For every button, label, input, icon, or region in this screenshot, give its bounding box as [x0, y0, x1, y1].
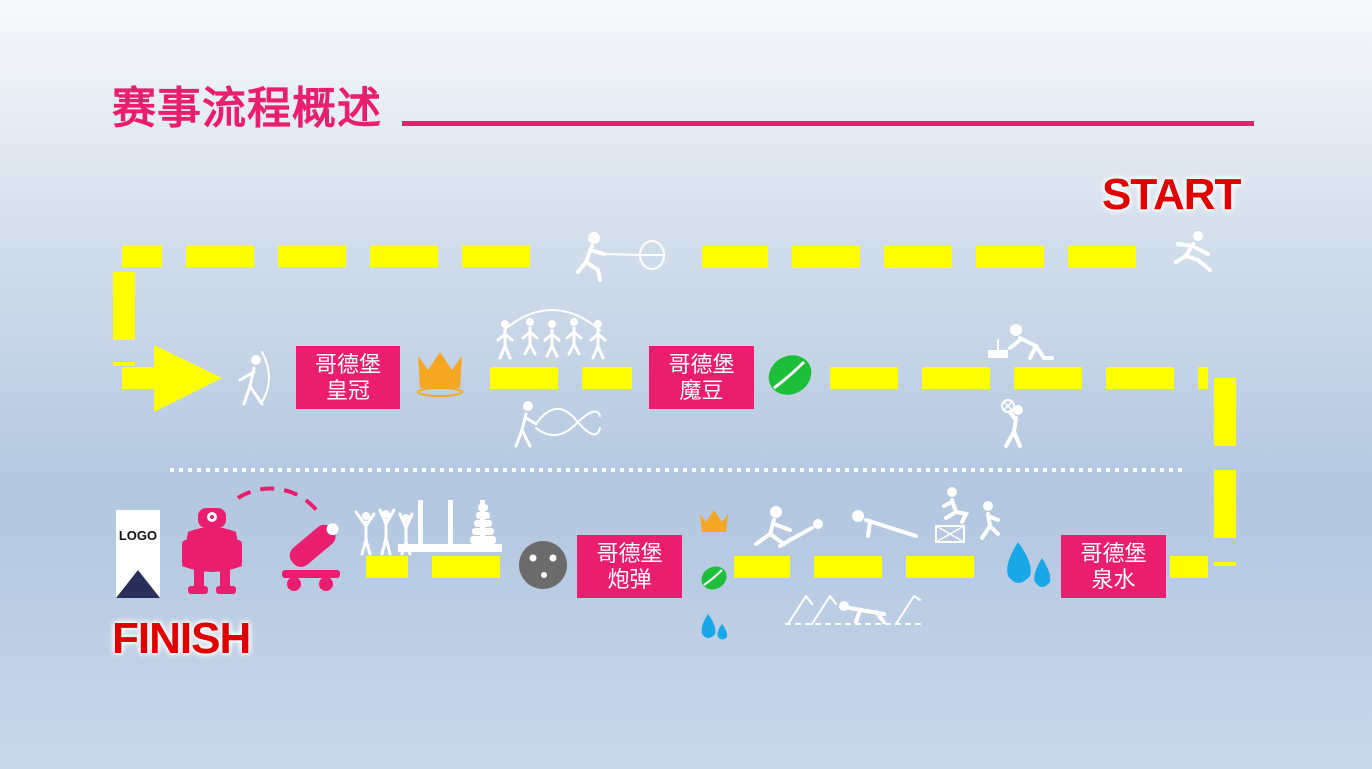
robot-icon — [182, 508, 242, 594]
tower-stack-icon — [398, 500, 502, 552]
station-crown-line1: 哥德堡 — [314, 351, 381, 377]
drag-partner-icon — [754, 506, 823, 548]
water-drop-small-icon — [701, 614, 728, 640]
pusher-icon — [988, 324, 1054, 360]
path-left-vertical — [113, 272, 135, 366]
crown-icon — [417, 352, 463, 397]
station-bean-line1: 哥德堡 — [668, 351, 735, 377]
path-bottom-row — [366, 556, 1208, 578]
station-cannonball-line2: 炮弹 — [607, 566, 652, 592]
cheering-team-icon — [354, 508, 414, 556]
green-bean-icon — [768, 355, 812, 395]
station-bean-line2: 魔豆 — [679, 377, 724, 403]
ball-thrower-icon — [1001, 399, 1023, 448]
station-spring-line2: 泉水 — [1091, 566, 1136, 592]
path-right-vertical — [1214, 378, 1236, 566]
station-crown-line2: 皇冠 — [325, 377, 370, 403]
group-jump-rope-icon — [496, 309, 607, 360]
path-top-row — [122, 245, 1136, 268]
logo-text: LOGO — [118, 528, 158, 543]
path-middle-row — [490, 367, 1208, 389]
direction-arrow-icon — [122, 345, 222, 412]
crawl-icon — [785, 595, 923, 625]
station-cannonball-box: 哥德堡 炮弹 — [577, 535, 682, 598]
crown-small-icon — [700, 510, 728, 532]
green-bean-small-icon — [701, 566, 727, 590]
runner-start-icon — [1174, 231, 1212, 272]
station-bean-box: 哥德堡 魔豆 — [649, 346, 754, 409]
rope-pull-icon — [576, 232, 665, 282]
box-jump-icon — [935, 487, 1000, 543]
finish-label: FINISH — [112, 614, 251, 663]
logo-flag-icon — [116, 510, 160, 598]
station-cannonball-line1: 哥德堡 — [596, 540, 663, 566]
pushup-icon — [852, 510, 918, 538]
battle-rope-icon — [514, 401, 601, 448]
title-underline — [402, 121, 1254, 126]
page-title: 赛事流程概述 — [112, 84, 382, 133]
cannon-icon — [236, 486, 340, 591]
cannonball-icon — [519, 541, 567, 589]
station-crown-box: 哥德堡 皇冠 — [296, 346, 400, 409]
start-label: START — [1102, 170, 1241, 219]
station-spring-box: 哥德堡 泉水 — [1061, 535, 1166, 598]
station-spring-line1: 哥德堡 — [1080, 540, 1147, 566]
water-drop-icon — [1007, 542, 1051, 587]
archer-icon — [238, 351, 270, 406]
